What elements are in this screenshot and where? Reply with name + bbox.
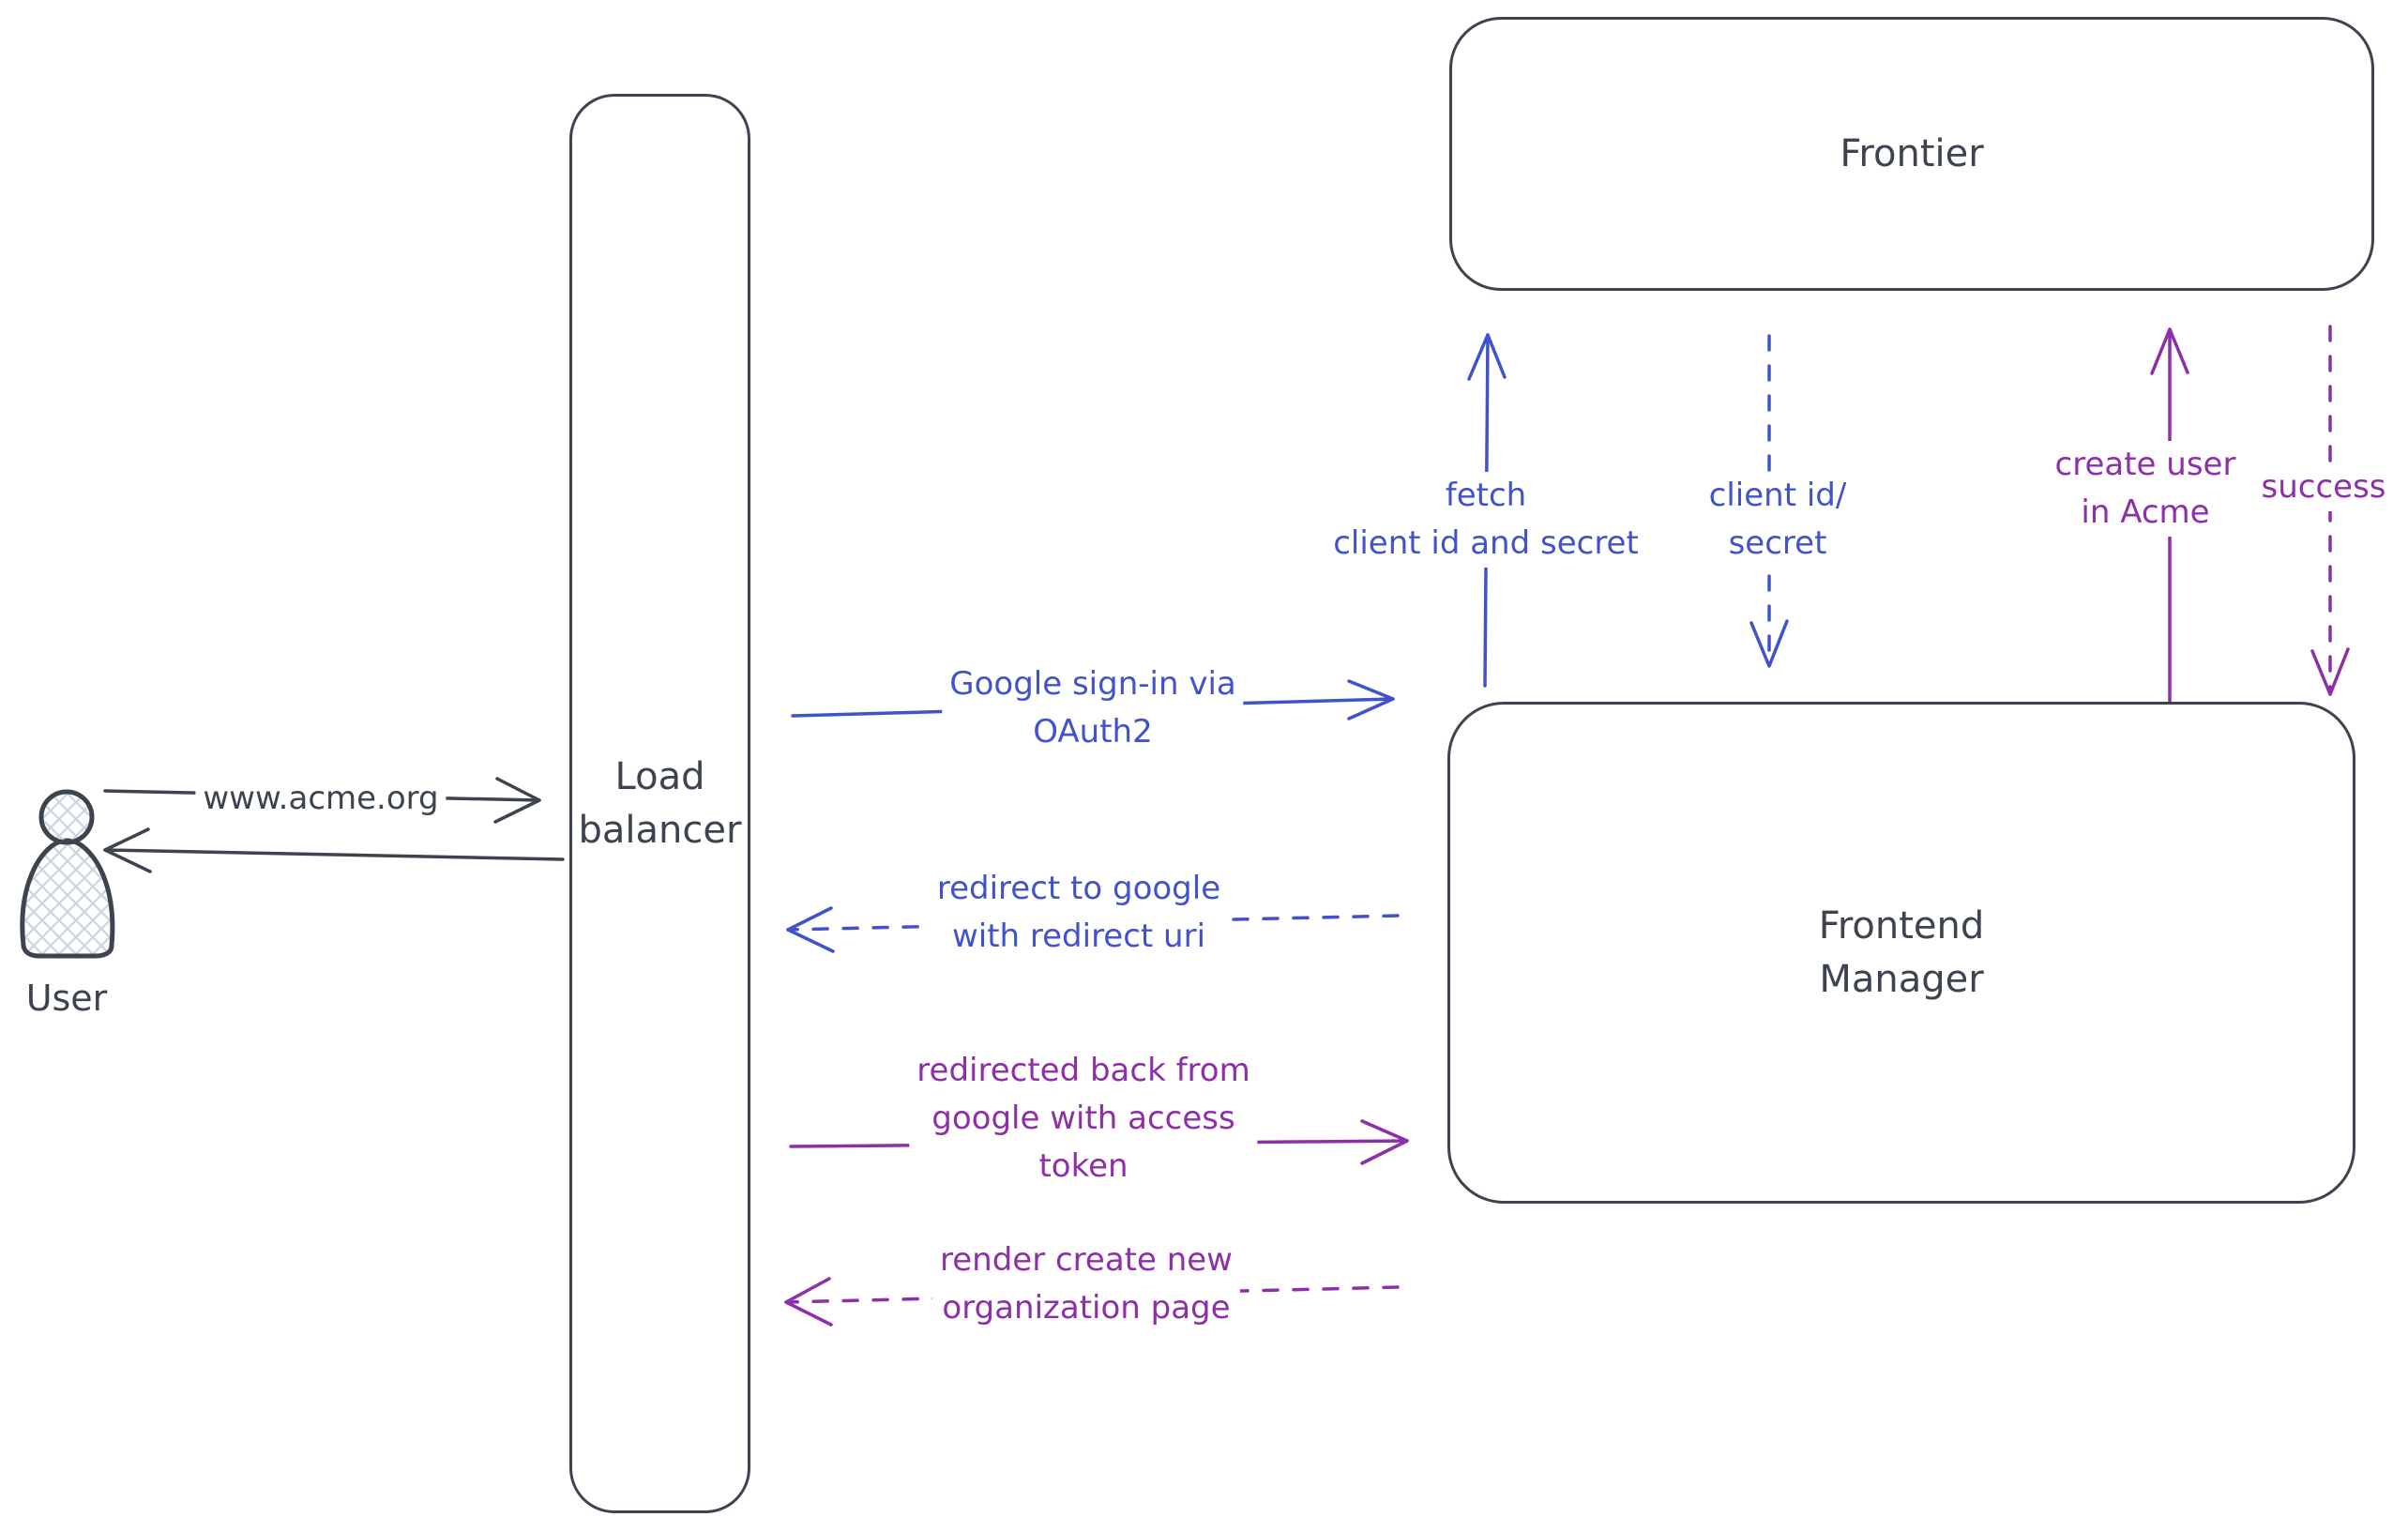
flow-label-redirected-back: redirected back from google with access … (909, 1047, 1258, 1191)
load-balancer-label: Load balancer (578, 754, 742, 852)
node-load-balancer: Load balancer (569, 94, 750, 1513)
flow-label-render-org-page: render create new organization page (932, 1236, 1240, 1332)
frontier-label: Frontier (1840, 131, 1984, 175)
node-frontier: Frontier (1449, 17, 2374, 291)
arrow-response-to-user (103, 827, 565, 873)
flow-label-redirect-to-google: redirect to google with redirect uri (929, 865, 1229, 961)
user-label: User (25, 978, 108, 1019)
user-icon (20, 789, 115, 959)
frontend-manager-label: Frontend Manager (1818, 903, 1985, 1001)
flow-label-create-user: create user in Acme (2047, 441, 2244, 537)
flow-label-client-id-secret: client id/ secret (1701, 472, 1855, 568)
flow-label-fetch-client-id: fetch client id and secret (1325, 472, 1646, 568)
flow-label-www-acme-org: www.acme.org (195, 775, 447, 823)
flow-label-success: success (2253, 463, 2394, 511)
flow-label-google-signin: Google sign-in via OAuth2 (942, 660, 1244, 756)
node-frontend-manager: Frontend Manager (1447, 702, 2355, 1204)
